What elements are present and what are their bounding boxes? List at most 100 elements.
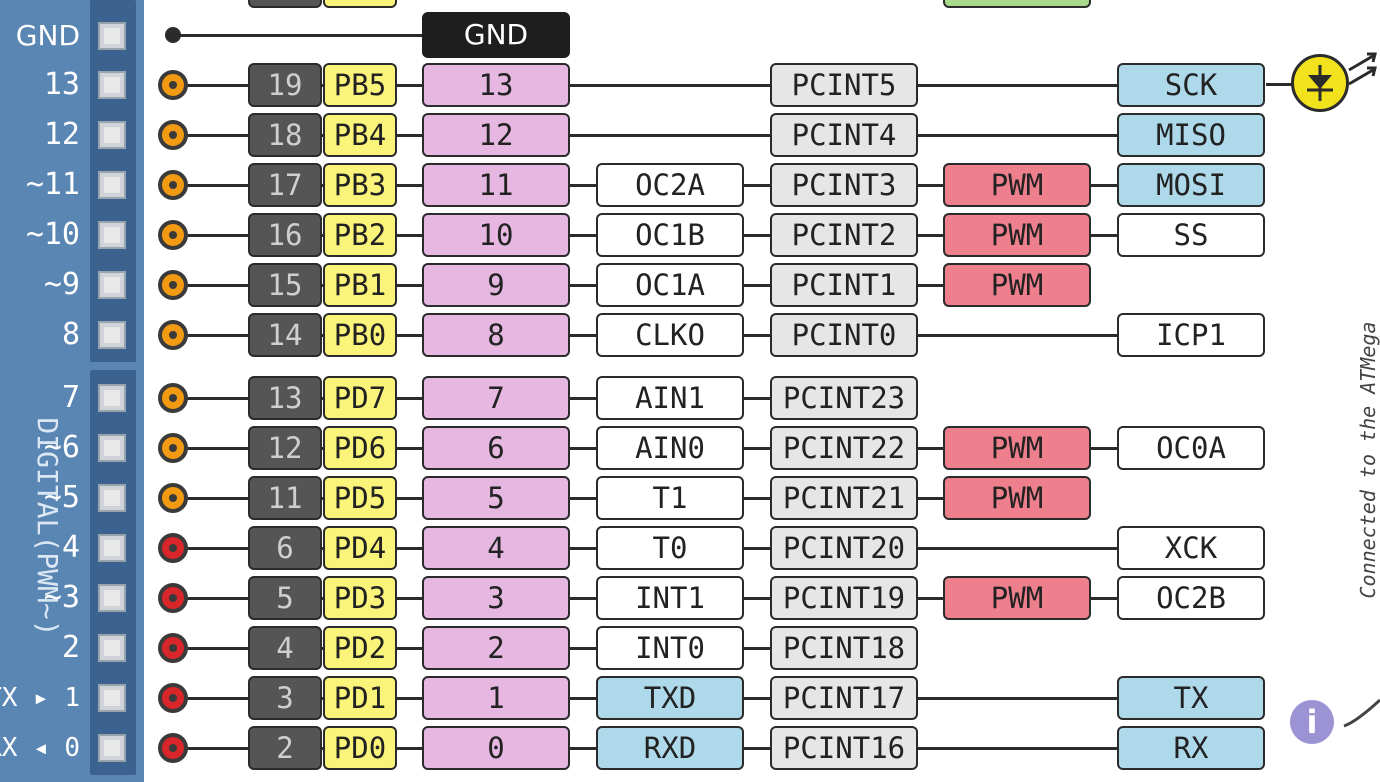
connector-dot[interactable] bbox=[158, 433, 188, 463]
arduino-pin-box: 0 bbox=[422, 726, 570, 770]
header-pin[interactable] bbox=[98, 634, 126, 662]
connector-dot[interactable] bbox=[158, 683, 188, 713]
header-pin-gnd[interactable] bbox=[98, 22, 126, 50]
physical-pin-box: 14 bbox=[248, 313, 322, 357]
header-pin[interactable] bbox=[98, 121, 126, 149]
peripheral-box: TX bbox=[1117, 676, 1265, 720]
gnd-wire bbox=[172, 34, 424, 37]
pcint-box: PCINT19 bbox=[770, 576, 918, 620]
alt-function-box: OC1B bbox=[596, 213, 744, 257]
peripheral-box: OC2B bbox=[1117, 576, 1265, 620]
pwm-box: PWM bbox=[943, 163, 1091, 207]
pin-label: RX ◂ 0 bbox=[0, 733, 80, 763]
pin-label: 8 bbox=[61, 317, 80, 352]
connector-dot[interactable] bbox=[158, 633, 188, 663]
connector-dot[interactable] bbox=[158, 383, 188, 413]
header-pin[interactable] bbox=[98, 384, 126, 412]
info-pointer-icon bbox=[1343, 698, 1380, 728]
header-pin[interactable] bbox=[98, 584, 126, 612]
pwm-box: PWM bbox=[943, 426, 1091, 470]
pin-label: ~11 bbox=[25, 167, 80, 202]
header-pin[interactable] bbox=[98, 321, 126, 349]
pcint-box: PCINT18 bbox=[770, 626, 918, 670]
physical-pin-box: 3 bbox=[248, 676, 322, 720]
pin-label: ~6 bbox=[43, 430, 80, 465]
physical-pin-box: 5 bbox=[248, 576, 322, 620]
arduino-pin-box: 7 bbox=[422, 376, 570, 420]
header-pin[interactable] bbox=[98, 534, 126, 562]
pwm-box: PWM bbox=[943, 476, 1091, 520]
port-pin-box: PB4 bbox=[323, 113, 397, 157]
pin-label: ~5 bbox=[43, 480, 80, 515]
gnd-wire-end bbox=[165, 27, 181, 43]
physical-pin-box: 19 bbox=[248, 63, 322, 107]
physical-pin-box: 2 bbox=[248, 726, 322, 770]
connector-dot[interactable] bbox=[158, 483, 188, 513]
physical-pin-box: 6 bbox=[248, 526, 322, 570]
pin-label: TX ▸ 1 bbox=[0, 683, 80, 713]
alt-function-box: T1 bbox=[596, 476, 744, 520]
info-icon[interactable]: i bbox=[1290, 700, 1334, 744]
alt-function-box: OC2A bbox=[596, 163, 744, 207]
connector-dot[interactable] bbox=[158, 733, 188, 763]
connector-dot[interactable] bbox=[158, 170, 188, 200]
header-pin[interactable] bbox=[98, 221, 126, 249]
pwm-box: PWM bbox=[943, 576, 1091, 620]
header-pin[interactable] bbox=[98, 71, 126, 99]
pin-label: 13 bbox=[43, 67, 80, 102]
connector-dot[interactable] bbox=[158, 70, 188, 100]
header-pin[interactable] bbox=[98, 171, 126, 199]
pcint-box: PCINT17 bbox=[770, 676, 918, 720]
sck-led-wire bbox=[1266, 83, 1292, 86]
peripheral-box: MOSI bbox=[1117, 163, 1265, 207]
arduino-pin-box: 4 bbox=[422, 526, 570, 570]
connector-dot[interactable] bbox=[158, 583, 188, 613]
arduino-pin-box: 8 bbox=[422, 313, 570, 357]
peripheral-box: SCK bbox=[1117, 63, 1265, 107]
physical-pin-box: 12 bbox=[248, 426, 322, 470]
header-pin[interactable] bbox=[98, 734, 126, 762]
port-pin-box: PB0 bbox=[323, 313, 397, 357]
pin-label: 12 bbox=[43, 117, 80, 152]
port-pin-box: PD2 bbox=[323, 626, 397, 670]
port-pin-box: PB1 bbox=[323, 263, 397, 307]
arduino-pin-box: 12 bbox=[422, 113, 570, 157]
header-pin[interactable] bbox=[98, 484, 126, 512]
pcint-box: PCINT22 bbox=[770, 426, 918, 470]
physical-pin-box: 18 bbox=[248, 113, 322, 157]
header-pin[interactable] bbox=[98, 434, 126, 462]
led-light-rays-icon bbox=[1348, 52, 1377, 86]
arduino-pin-box: 10 bbox=[422, 213, 570, 257]
peripheral-box: MISO bbox=[1117, 113, 1265, 157]
connector-dot[interactable] bbox=[158, 320, 188, 350]
pcint-box: PCINT21 bbox=[770, 476, 918, 520]
led-icon bbox=[1291, 54, 1349, 112]
pin-label: 7 bbox=[61, 380, 80, 415]
alt-function-box: AIN0 bbox=[596, 426, 744, 470]
connector-dot[interactable] bbox=[158, 270, 188, 300]
arduino-pin-box: 13 bbox=[422, 63, 570, 107]
connector-dot[interactable] bbox=[158, 220, 188, 250]
pcint-box: PCINT5 bbox=[770, 63, 918, 107]
pin-label: 2 bbox=[61, 630, 80, 665]
pcint-box: PCINT4 bbox=[770, 113, 918, 157]
pcint-box: PCINT23 bbox=[770, 376, 918, 420]
arduino-pin-box: 1 bbox=[422, 676, 570, 720]
pin-wire bbox=[172, 134, 1117, 137]
arduino-pin-box: 2 bbox=[422, 626, 570, 670]
header-pin[interactable] bbox=[98, 271, 126, 299]
arduino-pin-box: 5 bbox=[422, 476, 570, 520]
pcint-box: PCINT20 bbox=[770, 526, 918, 570]
alt-function-box: CLKO bbox=[596, 313, 744, 357]
alt-function-box: INT1 bbox=[596, 576, 744, 620]
connector-dot[interactable] bbox=[158, 120, 188, 150]
alt-function-box: OC1A bbox=[596, 263, 744, 307]
arduino-pin-box: 11 bbox=[422, 163, 570, 207]
physical-pin-box: 15 bbox=[248, 263, 322, 307]
pwm-box: PWM bbox=[943, 263, 1091, 307]
header-pin[interactable] bbox=[98, 684, 126, 712]
pcint-box: PCINT2 bbox=[770, 213, 918, 257]
side-note: Connected to the ATMega bbox=[1356, 321, 1380, 599]
physical-pin-box: 16 bbox=[248, 213, 322, 257]
connector-dot[interactable] bbox=[158, 533, 188, 563]
